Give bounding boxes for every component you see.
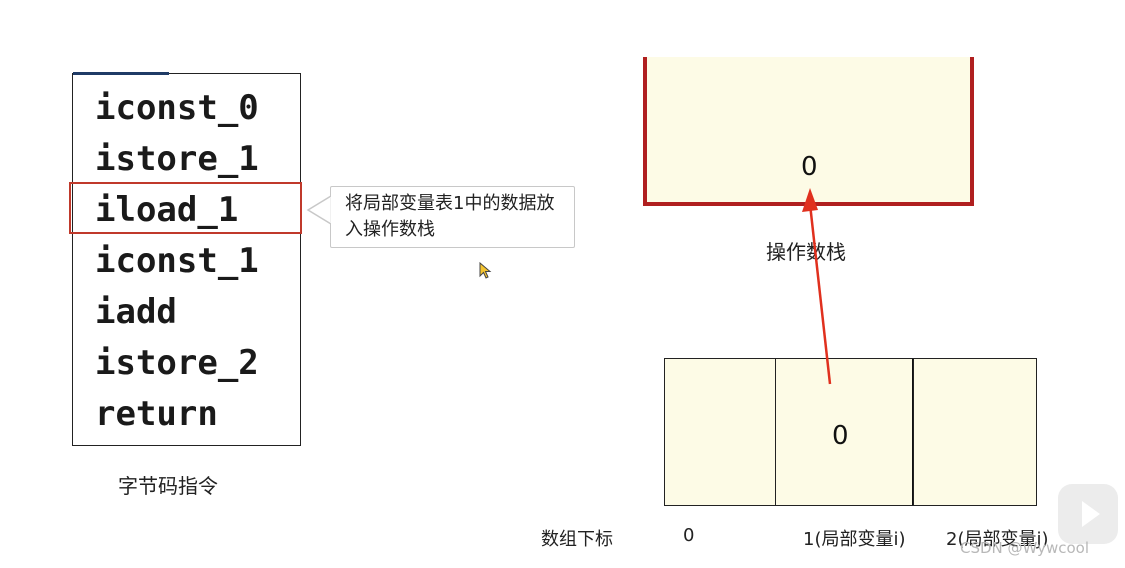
instruction: iload_1	[95, 190, 239, 230]
callout-text: 将局部变量表1中的数据放入操作数栈	[345, 193, 555, 240]
current-instruction-highlight	[69, 182, 302, 234]
instruction: return	[95, 394, 218, 434]
watermark: CSDN @Wywcool	[960, 539, 1090, 557]
instruction: istore_1	[95, 139, 259, 179]
index-label-2: 2(局部变量j)	[946, 529, 1049, 550]
local-variable-cell-1	[775, 358, 915, 506]
operand-stack	[643, 57, 974, 206]
cursor-icon	[479, 262, 492, 279]
instruction: iadd	[95, 292, 177, 332]
play-icon	[1058, 484, 1118, 544]
index-caption: 数组下标	[541, 529, 613, 550]
instruction: iconst_1	[95, 241, 259, 281]
instruction: iconst_0	[95, 88, 259, 128]
arrow-line	[808, 203, 832, 385]
local-variable-cell-1-value: 0	[832, 421, 849, 451]
local-variable-cell-2	[913, 358, 1037, 506]
bytecode-box: iconst_0 istore_1 iload_1 iconst_1 iadd …	[72, 72, 301, 446]
index-label-1: 1(局部变量i)	[803, 529, 906, 550]
bytecode-caption: 字节码指令	[118, 474, 218, 498]
operand-stack-value: 0	[801, 152, 818, 182]
local-variable-cell-0	[664, 358, 776, 506]
operand-stack-caption: 操作数栈	[766, 240, 846, 264]
index-label-0: 0	[683, 525, 695, 546]
callout-box: 将局部变量表1中的数据放入操作数栈	[330, 186, 575, 248]
instruction: istore_2	[95, 343, 259, 383]
